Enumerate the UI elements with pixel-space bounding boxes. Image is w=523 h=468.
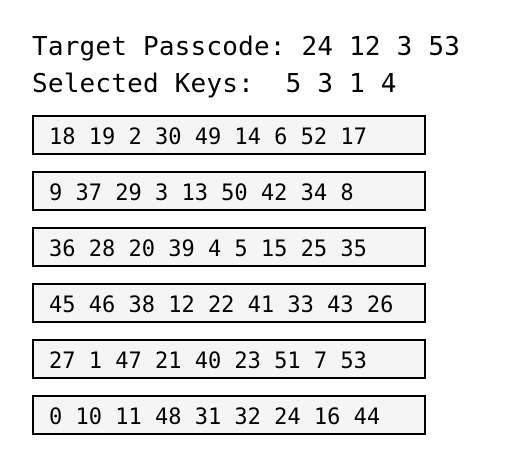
selected-keys-value: 5 3 1 4 bbox=[285, 69, 397, 99]
key-row-5[interactable]: 27 1 47 21 40 23 51 7 53 bbox=[32, 339, 426, 379]
key-row-6-numbers: 0 10 11 48 31 32 24 16 44 bbox=[49, 405, 381, 430]
target-passcode-line: Target Passcode: 24 12 3 53 bbox=[32, 32, 460, 62]
key-row-3[interactable]: 36 28 20 39 4 5 15 25 35 bbox=[32, 227, 426, 267]
key-row-2[interactable]: 9 37 29 3 13 50 42 34 8 bbox=[32, 171, 426, 211]
key-row-1-numbers: 18 19 2 30 49 14 6 52 17 bbox=[49, 125, 367, 150]
key-row-4-numbers: 45 46 38 12 22 41 33 43 26 bbox=[49, 293, 394, 318]
key-row-1[interactable]: 18 19 2 30 49 14 6 52 17 bbox=[32, 115, 426, 155]
target-passcode-label: Target Passcode: bbox=[32, 32, 286, 62]
key-row-4[interactable]: 45 46 38 12 22 41 33 43 26 bbox=[32, 283, 426, 323]
key-row-2-numbers: 9 37 29 3 13 50 42 34 8 bbox=[49, 181, 354, 206]
selected-keys-line: Selected Keys: 5 3 1 4 bbox=[32, 69, 397, 99]
key-row-5-numbers: 27 1 47 21 40 23 51 7 53 bbox=[49, 349, 367, 374]
key-row-6[interactable]: 0 10 11 48 31 32 24 16 44 bbox=[32, 395, 426, 435]
target-passcode-value: 24 12 3 53 bbox=[301, 32, 461, 62]
key-row-3-numbers: 36 28 20 39 4 5 15 25 35 bbox=[49, 237, 367, 262]
selected-keys-label: Selected Keys: bbox=[32, 69, 254, 99]
